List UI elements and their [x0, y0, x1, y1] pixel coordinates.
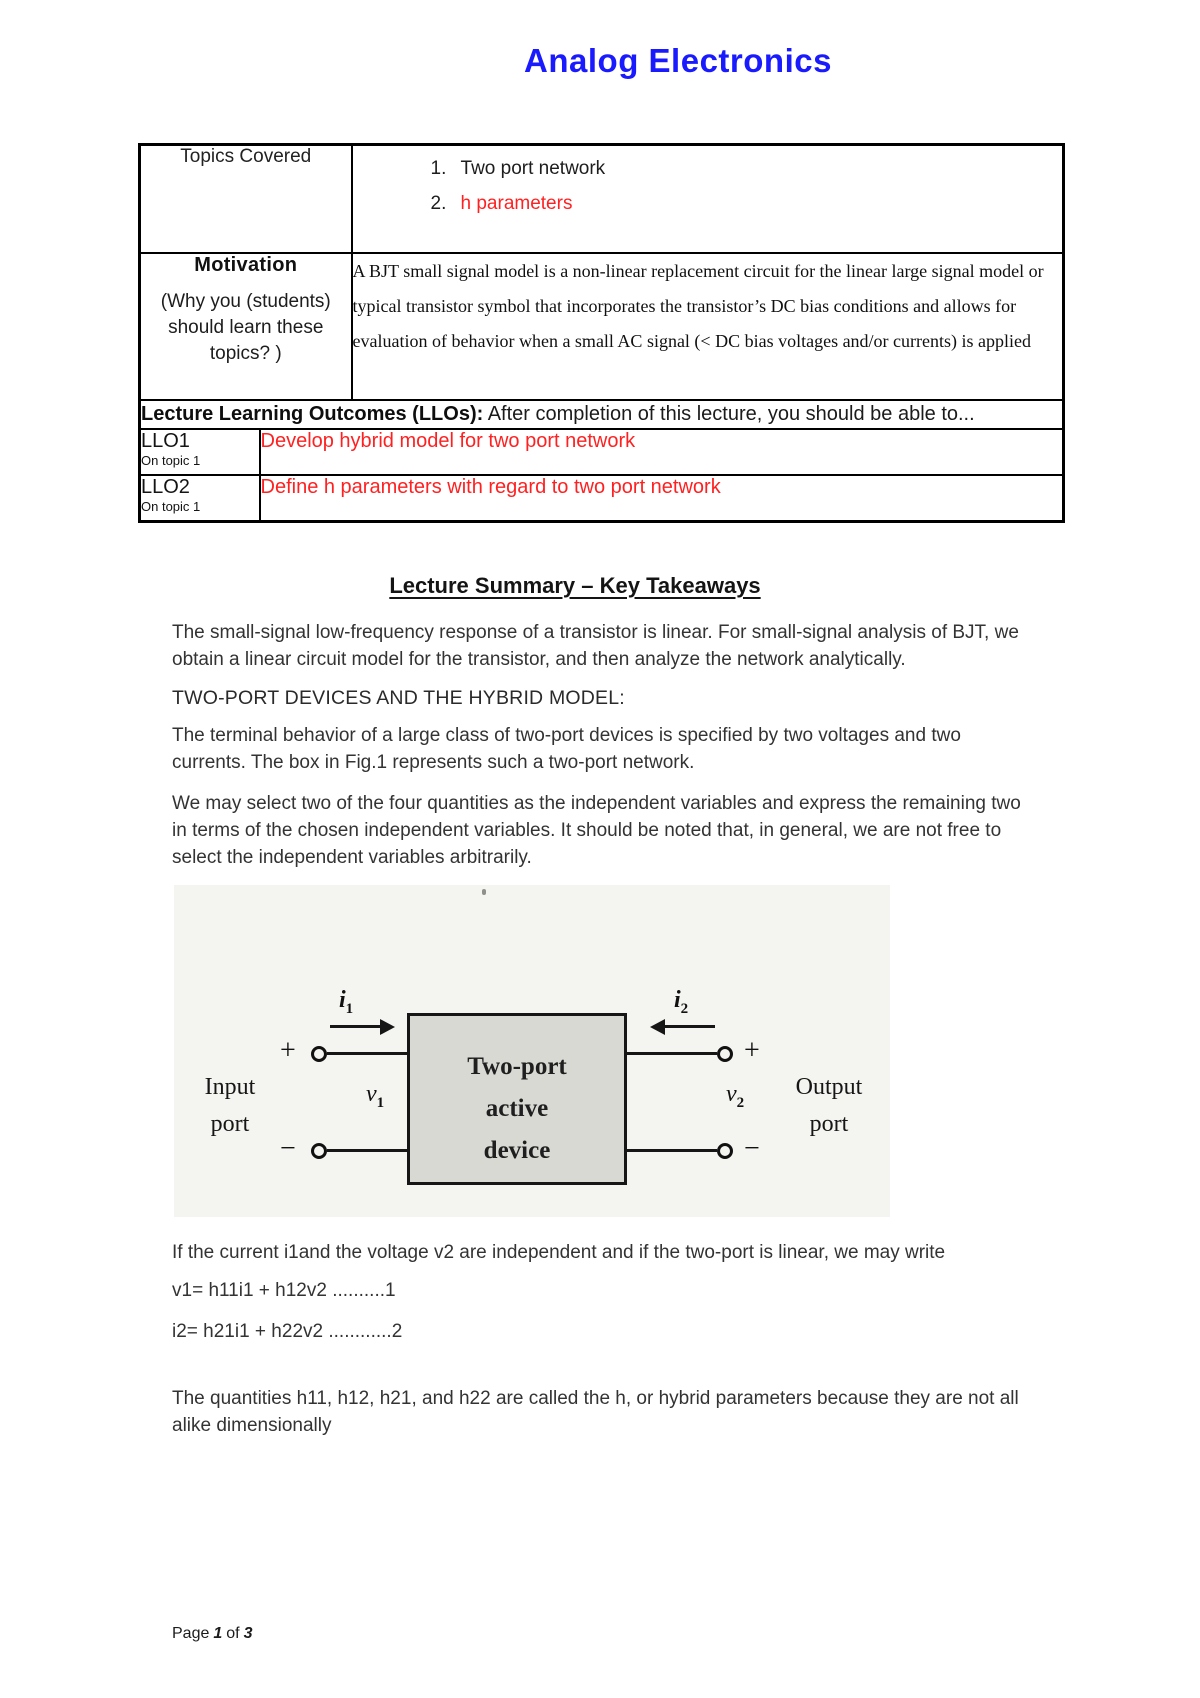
footer-label-of: of [226, 1625, 240, 1642]
table-row-motivation: Motivation (Why you (students) should le… [138, 252, 1065, 401]
output-minus-sign: − [744, 1133, 760, 1164]
input-plus-sign: + [280, 1035, 296, 1066]
footer-page-number: 1 [213, 1625, 223, 1642]
llo-topic: On topic 1 [141, 453, 201, 468]
llos-header-bold: Lecture Learning Outcomes (LLOs): [141, 403, 484, 425]
llo2-outcome: Define h parameters with regard to two p… [258, 474, 1065, 523]
two-port-device-box: Two-port active device [407, 1013, 627, 1185]
motivation-body: A BJT small signal model is a non-linear… [350, 252, 1065, 401]
output-top-terminal-icon [717, 1046, 733, 1062]
equation-1: v1= h11i1 + h12v2 ..........1 [172, 1280, 396, 1301]
table-row-llo1: LLO1 On topic 1 Develop hybrid model for… [138, 428, 1065, 476]
motivation-label: Motivation [194, 254, 298, 276]
llo-id: LLO2 [141, 476, 190, 498]
llo2-id-cell: LLO2 On topic 1 [138, 474, 261, 523]
llos-header-cell: Lecture Learning Outcomes (LLOs): After … [138, 399, 1065, 430]
llo-topic: On topic 1 [141, 499, 201, 514]
input-top-wire [327, 1052, 407, 1055]
llos-header-rest: After completion of this lecture, you sh… [483, 403, 975, 425]
figure-two-port-network: i1 i2 + + Two-port active device v1 v2 [174, 885, 890, 1217]
current-i1-arrow-line [330, 1025, 382, 1028]
output-bottom-terminal-icon [717, 1143, 733, 1159]
input-bottom-terminal-icon [311, 1143, 327, 1159]
voltage-v2-label: v2 [726, 1081, 745, 1111]
two-port-subheading: TWO-PORT DEVICES AND THE HYBRID MODEL: [172, 687, 625, 709]
device-box-line2: active [485, 1095, 549, 1122]
topic-number: 2. [430, 193, 447, 214]
table-row-llos-header: Lecture Learning Outcomes (LLOs): After … [138, 399, 1065, 430]
page-title: Analog Electronics [524, 42, 832, 79]
input-minus-sign: − [280, 1133, 296, 1164]
device-box-line3: device [483, 1137, 551, 1164]
topics-list: 1. Two port network 2. h parameters [353, 146, 1063, 215]
summary-paragraph-1: The small-signal low-frequency response … [172, 622, 1019, 670]
motivation-label-cell: Motivation (Why you (students) should le… [138, 252, 353, 401]
llo1-id-cell: LLO1 On topic 1 [138, 428, 261, 476]
summary-paragraph-3: We may select two of the four quantities… [172, 793, 1021, 868]
paragraph-if-current: If the current i1and the voltage v2 are … [172, 1242, 946, 1263]
current-i1-label: i1 [339, 987, 354, 1017]
topic-item-2: 2. h parameters [431, 193, 1063, 215]
current-i2-label: i2 [674, 987, 689, 1017]
summary-heading: Lecture Summary – Key Takeaways [389, 573, 761, 598]
llo1-outcome: Develop hybrid model for two port networ… [258, 428, 1065, 476]
output-bottom-wire [627, 1149, 717, 1152]
table-row-llo2: LLO2 On topic 1 Define h parameters with… [138, 474, 1065, 523]
input-bottom-wire [327, 1149, 407, 1152]
input-top-terminal-icon [311, 1046, 327, 1062]
current-i2-arrowhead-icon [650, 1019, 665, 1035]
output-plus-sign: + [744, 1035, 760, 1066]
motivation-sublabel: (Why you (students) should learn these t… [160, 291, 331, 364]
topic-item-1: 1. Two port network [431, 158, 1063, 180]
current-i1-arrowhead-icon [380, 1019, 395, 1035]
output-port-label: Output port [795, 1074, 863, 1137]
lecture-summary-section: Lecture Summary – Key Takeaways The smal… [172, 573, 1032, 1453]
topic-number: 1. [430, 158, 447, 179]
input-port-label: Input port [204, 1074, 256, 1137]
topics-list-cell: 1. Two port network 2. h parameters [350, 143, 1065, 254]
topic-text: Two port network [460, 158, 606, 179]
current-i2-arrow-line [663, 1025, 715, 1028]
llo-id: LLO1 [141, 430, 190, 452]
device-box-line1: Two-port [467, 1053, 567, 1080]
paragraph-hybrid-parameters: The quantities h11, h12, h21, and h22 ar… [172, 1388, 1019, 1436]
image-speck [482, 889, 486, 895]
table-row-topics: Topics Covered 1. Two port network 2. h … [138, 143, 1065, 254]
output-top-wire [627, 1052, 717, 1055]
topic-text: h parameters [460, 193, 573, 214]
footer-total-pages: 3 [243, 1625, 253, 1642]
topics-covered-label: Topics Covered [138, 143, 353, 254]
footer-label-page: Page [172, 1625, 210, 1642]
lecture-info-table: Topics Covered 1. Two port network 2. h … [138, 143, 1066, 523]
summary-paragraph-2: The terminal behavior of a large class o… [172, 725, 961, 773]
equation-2: i2= h21i1 + h22v2 ............2 [172, 1321, 403, 1342]
voltage-v1-label: v1 [366, 1081, 385, 1111]
